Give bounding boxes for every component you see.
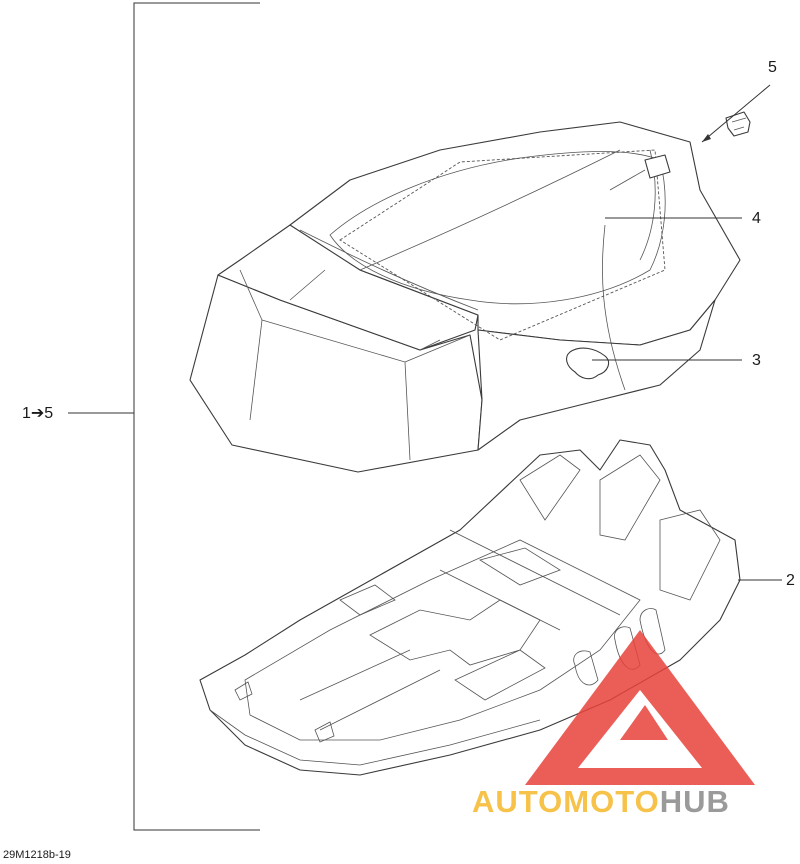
callout-5: 5: [768, 59, 777, 76]
callout-3: 3: [752, 352, 761, 369]
callout-4: 4: [752, 210, 761, 227]
seat-assembly: [189, 121, 741, 473]
latch-clip-part: [725, 111, 751, 137]
watermark-logo: [525, 630, 755, 785]
watermark-triangle-icon: [525, 630, 755, 785]
watermark-text: AUTOMOTOHUB: [472, 784, 730, 819]
drawing-code: 29M1218b-19: [3, 849, 71, 861]
seat-base: [199, 439, 741, 776]
watermark-inner-mark: [620, 705, 668, 740]
callout-2: 2: [786, 572, 795, 589]
kit-label: 1➔5: [22, 405, 53, 422]
kit-bracket: [68, 2, 260, 831]
leader-lines: [592, 84, 782, 581]
